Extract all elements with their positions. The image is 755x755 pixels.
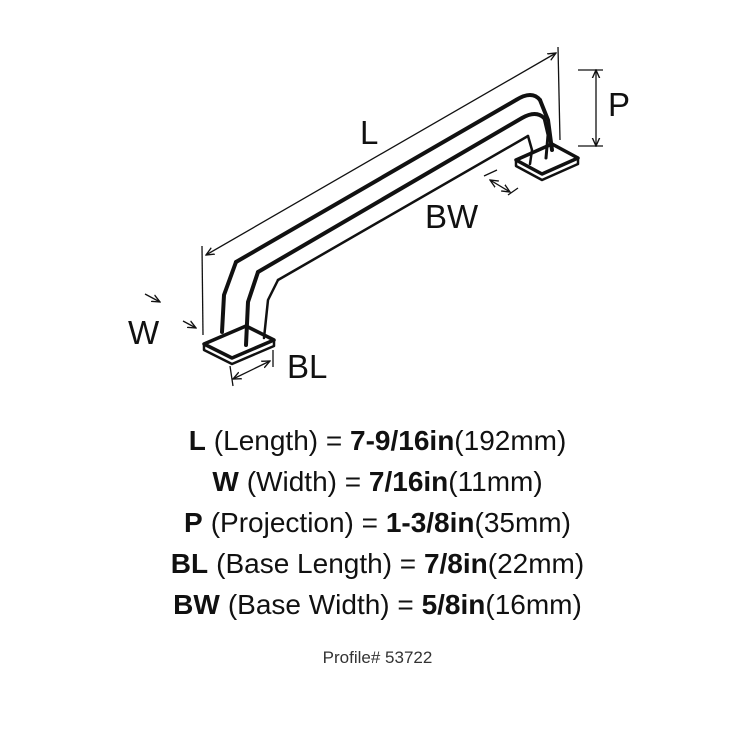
left-base-plate: [202, 324, 276, 360]
width-arrow-bottom: [182, 320, 196, 328]
profile-number: Profile# 53722: [322, 648, 433, 667]
dimension-lines: [144, 46, 603, 387]
spec-name: (Projection): [210, 507, 354, 538]
base-width-dimension-line: [490, 180, 510, 192]
spec-value-imperial: 7/16in: [368, 466, 449, 497]
spec-equals: =: [325, 425, 343, 456]
width-arrow-top: [144, 293, 160, 302]
spec-equals: =: [344, 466, 362, 497]
spec-letter: BL: [170, 548, 209, 579]
spec-value-metric: (192mm): [454, 425, 567, 456]
length-dimension-line: [206, 53, 556, 255]
label-BL: BL: [287, 348, 327, 385]
spec-value-imperial: 1-3/8in: [385, 507, 475, 538]
dimension-spec-list: L(Length) = 7-9/16in(192mm) W(Width) = 7…: [0, 420, 755, 625]
base-length-dimension-line: [233, 361, 270, 379]
label-W: W: [128, 314, 160, 351]
spec-name: (Base Width): [227, 589, 390, 620]
spec-base-length: BL(Base Length) = 7/8in(22mm): [0, 543, 755, 584]
spec-equals: =: [399, 548, 417, 579]
spec-name: (Length): [213, 425, 319, 456]
spec-projection: P(Projection) = 1-3/8in(35mm): [0, 502, 755, 543]
spec-length: L(Length) = 7-9/16in(192mm): [0, 420, 755, 461]
spec-value-metric: (11mm): [448, 466, 543, 497]
spec-value-imperial: 7/8in: [423, 548, 488, 579]
handle-bar: [234, 93, 542, 264]
spec-base-width: BW(Base Width) = 5/8in(16mm): [0, 584, 755, 625]
spec-letter: P: [184, 507, 203, 538]
spec-name: (Base Length): [216, 548, 393, 579]
spec-value-metric: (35mm): [474, 507, 571, 538]
spec-value-metric: (16mm): [485, 589, 582, 620]
spec-letter: L: [188, 425, 206, 456]
spec-equals: =: [397, 589, 414, 620]
label-P: P: [608, 86, 630, 123]
spec-name: (Width): [246, 466, 337, 497]
spec-value-imperial: 7-9/16in: [350, 425, 455, 456]
cabinet-pull-handle: [202, 93, 580, 366]
spec-letter: BW: [173, 589, 220, 620]
label-BW: BW: [425, 198, 479, 235]
spec-width: W(Width) = 7/16in(11mm): [0, 461, 755, 502]
label-L: L: [360, 114, 378, 151]
handle-dimension-diagram: L P W BL BW: [128, 46, 630, 387]
spec-letter: W: [212, 466, 239, 497]
spec-value-imperial: 5/8in: [421, 589, 486, 620]
spec-value-metric: (22mm): [487, 548, 585, 579]
spec-equals: =: [361, 507, 379, 538]
